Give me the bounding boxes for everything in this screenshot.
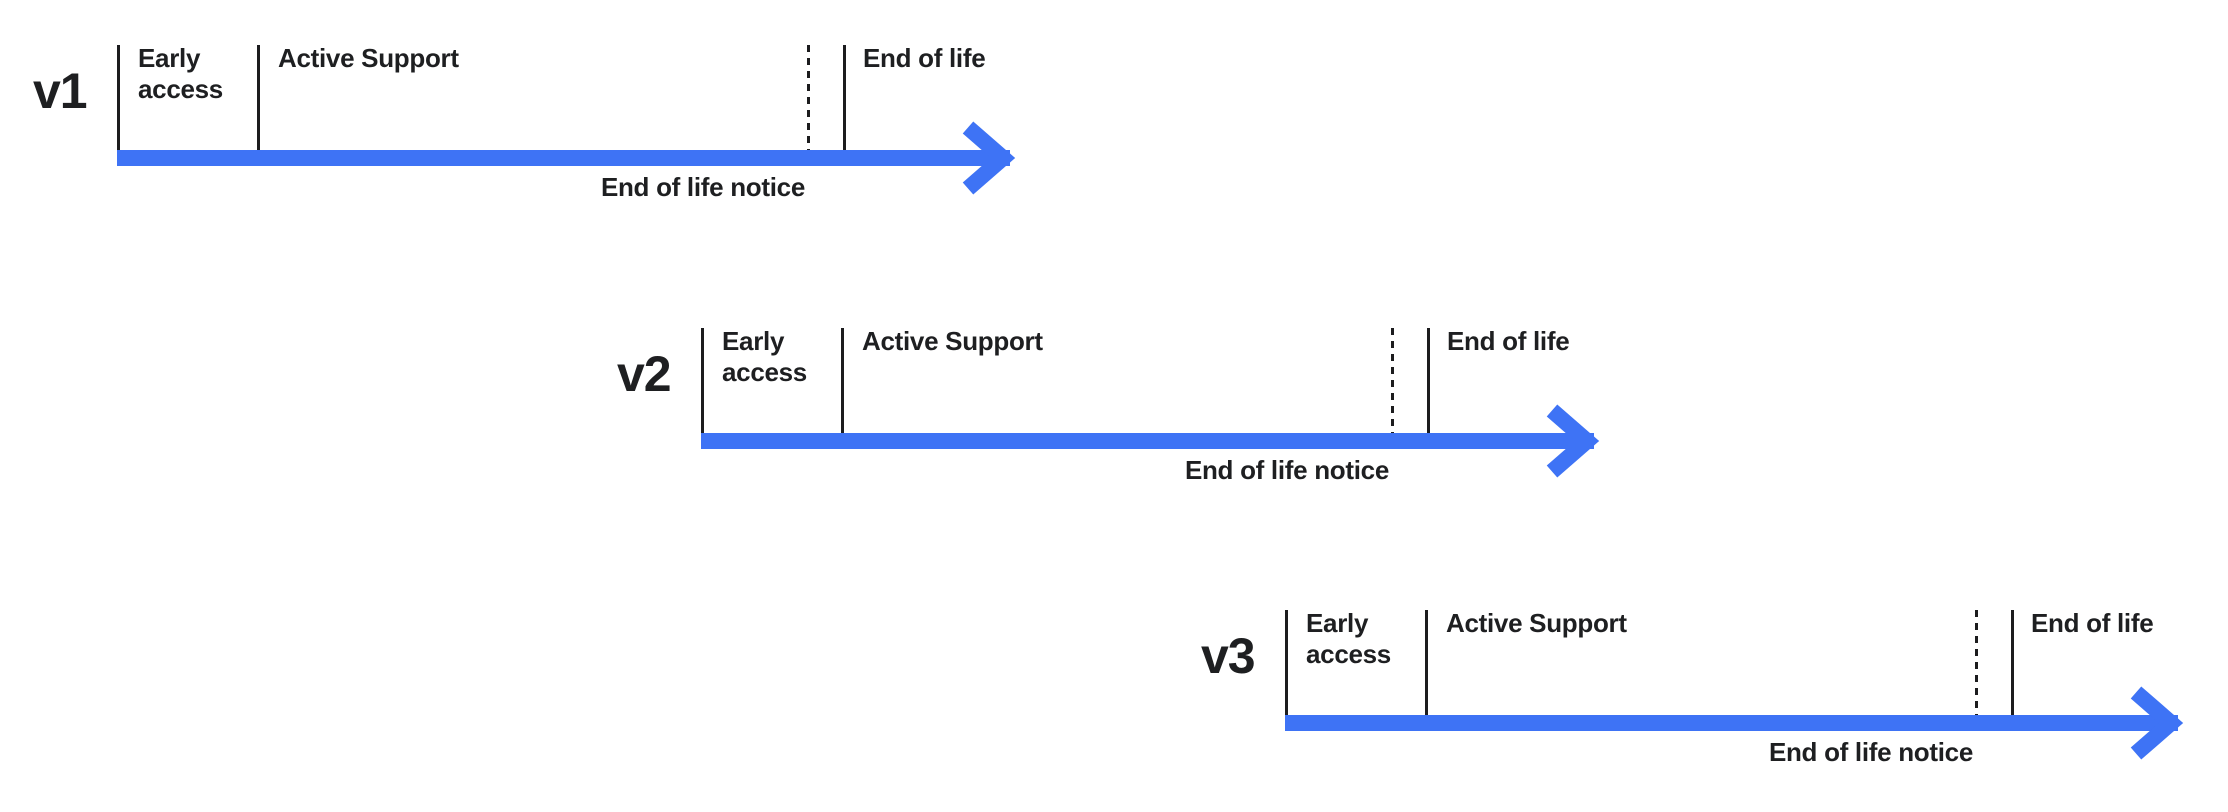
phase-label-active-support: Active Support [278,43,459,73]
early-access-end-tick [841,328,844,433]
timeline-bar [117,150,1010,166]
phase-label-end-of-life-notice: End of life notice [600,172,805,202]
arrow-head-icon [962,121,1016,195]
phase-label-end-of-life-notice: End of life notice [1184,455,1389,485]
phase-label-early-access: Early access [138,43,223,104]
arrow-head-icon [1546,404,1600,478]
release-start-tick [117,45,120,150]
version-label: v1 [33,63,88,119]
version-label: v3 [1201,628,1256,684]
early-access-end-tick [257,45,260,150]
phase-label-end-of-life: End of life [1447,326,1570,356]
timeline-bar [701,433,1594,449]
early-access-end-tick [1425,610,1428,715]
timeline-v3: v3 Early access Active Support End of li… [1201,608,2228,800]
version-label: v2 [617,346,672,402]
phase-label-end-of-life: End of life [2031,608,2154,638]
phase-label-end-of-life-notice: End of life notice [1768,737,1973,767]
eol-notice-dashed-line [807,45,810,150]
release-start-tick [701,328,704,433]
eol-notice-dashed-line [1391,328,1394,433]
timeline-v1: v1 Early access Active Support End of li… [33,43,1097,235]
phase-label-active-support: Active Support [862,326,1043,356]
end-of-life-tick [1427,328,1430,433]
end-of-life-tick [843,45,846,150]
eol-notice-dashed-line [1975,610,1978,715]
timeline-bar [1285,715,2178,731]
phase-label-early-access: Early access [722,326,807,387]
timeline-v2: v2 Early access Active Support End of li… [617,326,1681,518]
arrow-head-icon [2130,686,2184,760]
end-of-life-tick [2011,610,2014,715]
release-start-tick [1285,610,1288,715]
phase-label-early-access: Early access [1306,608,1391,669]
phase-label-end-of-life: End of life [863,43,986,73]
phase-label-active-support: Active Support [1446,608,1627,638]
